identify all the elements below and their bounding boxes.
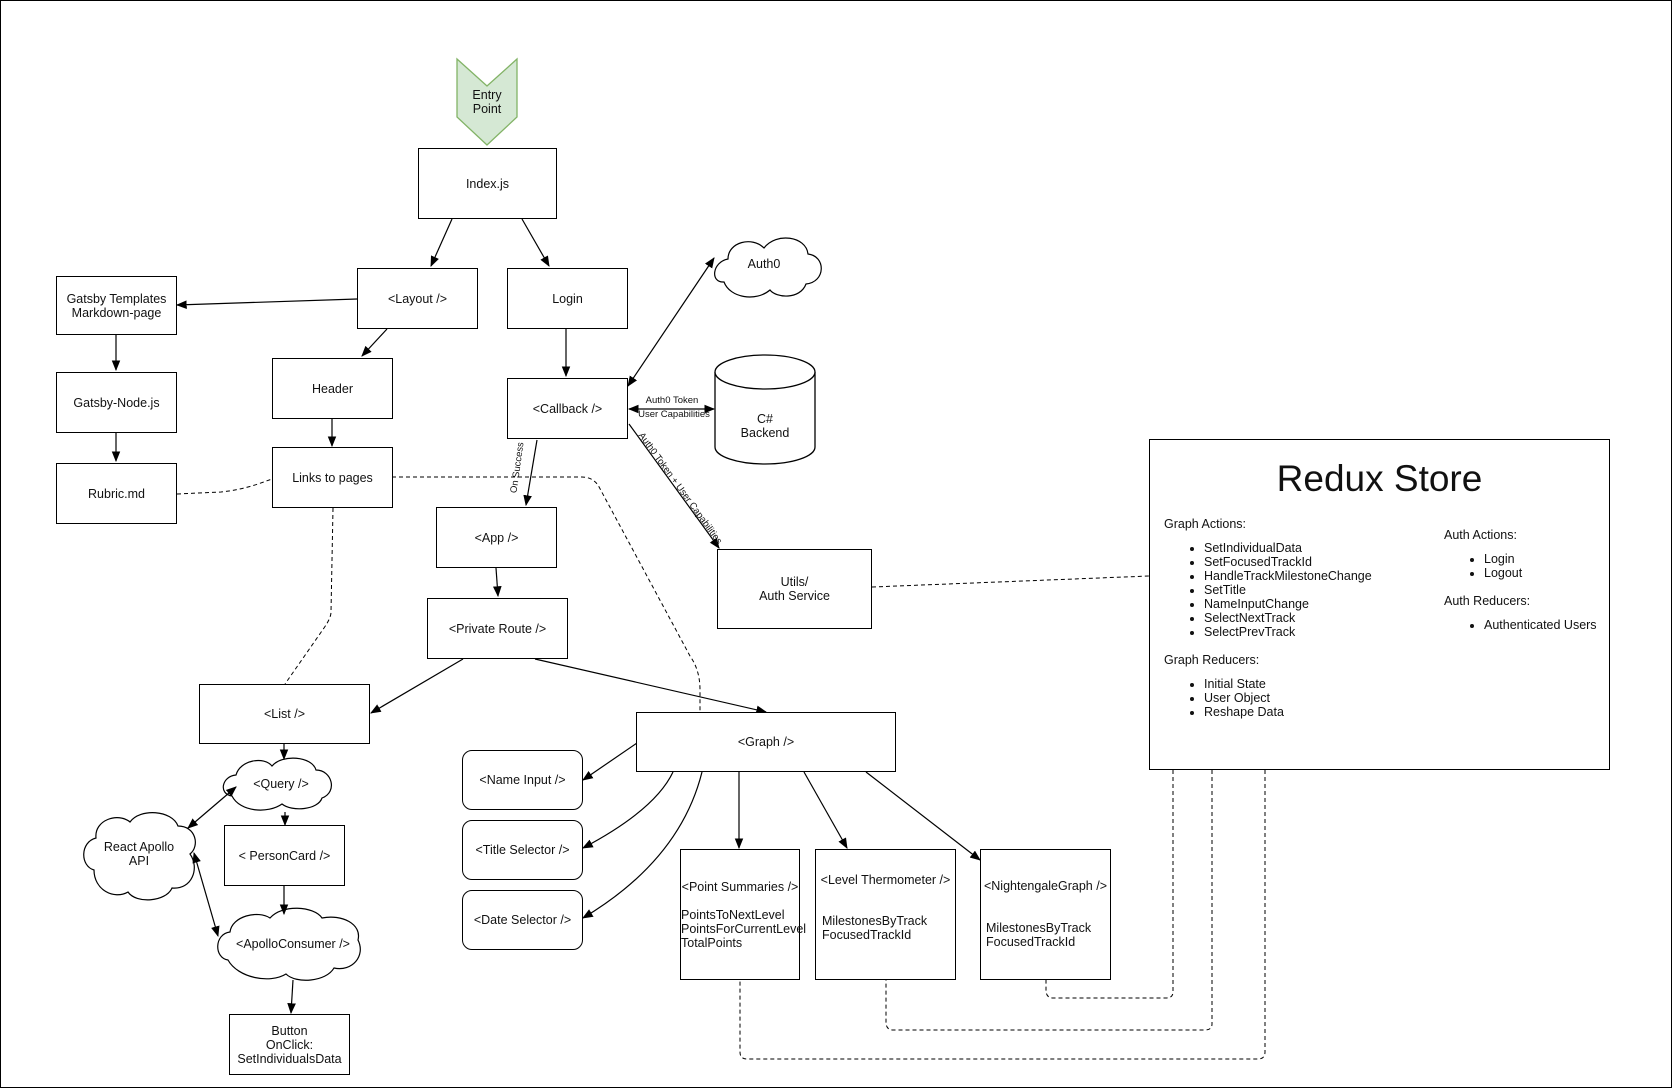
edge-graph-titleselector bbox=[582, 771, 674, 849]
edge-callback-utils bbox=[628, 423, 720, 549]
auth-actions-label: Auth Actions: bbox=[1444, 528, 1517, 542]
auth-reducers-label: Auth Reducers: bbox=[1444, 594, 1531, 608]
title-selector-node[interactable]: <Title Selector /> bbox=[462, 820, 583, 880]
dashed-links-graph bbox=[392, 476, 701, 712]
links-to-pages-node[interactable]: Links to pages bbox=[272, 447, 393, 508]
graph-reducers-list: Initial State User Object Reshape Data bbox=[1164, 677, 1284, 719]
graph-actions-label: Graph Actions: bbox=[1164, 517, 1246, 531]
index-js-node[interactable]: Index.js bbox=[418, 148, 557, 219]
list-node[interactable]: <List /> bbox=[199, 684, 370, 744]
level-thermometer-title: <Level Thermometer /> bbox=[820, 873, 951, 887]
list-item: SetFocusedTrackId bbox=[1204, 555, 1372, 569]
list-item: SelectPrevTrack bbox=[1204, 625, 1372, 639]
auth-reducers-list: Authenticated Users bbox=[1444, 618, 1597, 632]
edge-callback-app bbox=[523, 439, 538, 507]
dashed-links-list bbox=[284, 507, 334, 685]
level-thermometer-body: MilestonesByTrack FocusedTrackId bbox=[822, 914, 928, 942]
list-item: User Object bbox=[1204, 691, 1284, 705]
nightengale-graph-title: <NightengaleGraph /> bbox=[983, 879, 1107, 893]
apollo-consumer-label: <ApolloConsumer /> bbox=[236, 937, 350, 951]
edge-apollo-consumer bbox=[192, 851, 220, 938]
label-diag-token: Auth0 Token + User Capabilities bbox=[636, 431, 725, 547]
redux-store-title: Redux Store bbox=[1276, 458, 1483, 499]
edge-index-login bbox=[521, 218, 550, 267]
dashed-rubric-links bbox=[176, 478, 273, 495]
graph-node[interactable]: <Graph /> bbox=[636, 712, 896, 772]
edge-graph-nightengale bbox=[865, 771, 981, 861]
react-apollo-label: React Apollo API bbox=[103, 840, 175, 868]
edge-private-graph bbox=[534, 658, 768, 715]
edge-app-private bbox=[492, 567, 502, 598]
name-input-node[interactable]: <Name Input /> bbox=[462, 750, 583, 810]
edge-graph-thermometer bbox=[803, 771, 848, 849]
app-node[interactable]: <App /> bbox=[436, 507, 557, 568]
list-item: SetIndividualData bbox=[1204, 541, 1372, 555]
auth0-label: Auth0 bbox=[747, 257, 781, 271]
level-thermometer-node[interactable]: <Level Thermometer /> MilestonesByTrack … bbox=[815, 849, 956, 980]
edge-graph-nameinput bbox=[582, 742, 638, 781]
auth-actions-section: Auth Actions: Login Logout bbox=[1444, 528, 1522, 580]
nightengale-graph-node[interactable]: <NightengaleGraph /> MilestonesByTrack F… bbox=[980, 849, 1111, 980]
layout-node[interactable]: <Layout /> bbox=[357, 268, 478, 329]
edge-layout-gatsby bbox=[175, 298, 358, 309]
redux-store-panel[interactable]: Redux Store Graph Actions: SetIndividual… bbox=[1149, 439, 1610, 770]
list-item: Reshape Data bbox=[1204, 705, 1284, 719]
dashed-redux-pointsummaries bbox=[739, 770, 1266, 1060]
list-item: Initial State bbox=[1204, 677, 1284, 691]
callback-node[interactable]: <Callback /> bbox=[507, 378, 628, 439]
list-item: SelectNextTrack bbox=[1204, 611, 1372, 625]
private-route-node[interactable]: <Private Route /> bbox=[427, 598, 568, 659]
backend-cylinder bbox=[714, 354, 816, 465]
query-label: <Query /> bbox=[253, 777, 309, 791]
button-onclick-node[interactable]: Button OnClick: SetIndividualsData bbox=[229, 1014, 350, 1075]
graph-reducers-section: Graph Reducers: Initial State User Objec… bbox=[1164, 653, 1284, 719]
dashed-redux-nightengale bbox=[1045, 770, 1174, 999]
edge-callback-auth0 bbox=[627, 257, 715, 387]
graph-actions-list: SetIndividualData SetFocusedTrackId Hand… bbox=[1164, 541, 1372, 639]
point-summaries-node[interactable]: <Point Summaries /> PointsToNextLevel Po… bbox=[680, 849, 806, 980]
nightengale-graph-body: MilestonesByTrack FocusedTrackId bbox=[986, 921, 1092, 949]
header-node[interactable]: Header bbox=[272, 358, 393, 419]
label-user-capabilities: User Capabilities bbox=[638, 409, 710, 420]
login-node[interactable]: Login bbox=[507, 268, 628, 329]
react-apollo-cloud bbox=[83, 812, 196, 901]
label-on-success: On Success bbox=[509, 441, 527, 493]
edge-private-list bbox=[370, 658, 464, 714]
label-auth0-token: Auth0 Token bbox=[646, 395, 699, 406]
edge-query-apollo bbox=[187, 786, 237, 829]
auth-reducers-section: Auth Reducers: Authenticated Users bbox=[1444, 594, 1597, 632]
gatsby-templates-node[interactable]: Gatsby Templates Markdown-page bbox=[56, 276, 177, 335]
edge-index-layout bbox=[430, 218, 453, 267]
entry-point-shape bbox=[456, 57, 518, 146]
auth-actions-list: Login Logout bbox=[1444, 552, 1522, 580]
point-summaries-body: PointsToNextLevel PointsForCurrentLevel … bbox=[681, 908, 807, 950]
entry-point-label: Entry Point bbox=[472, 88, 502, 116]
point-summaries-title: <Point Summaries /> bbox=[681, 880, 799, 894]
edge-graph-dateselector bbox=[582, 771, 703, 919]
list-item: Authenticated Users bbox=[1484, 618, 1597, 632]
backend-label: C# Backend bbox=[740, 412, 790, 440]
rubric-node[interactable]: Rubric.md bbox=[56, 463, 177, 524]
edge-layout-header bbox=[361, 328, 388, 357]
date-selector-node[interactable]: <Date Selector /> bbox=[462, 890, 583, 950]
dashed-redux-thermometer bbox=[885, 770, 1213, 1031]
dashed-utils-redux bbox=[871, 575, 1150, 588]
list-item: Logout bbox=[1484, 566, 1522, 580]
auth0-cloud bbox=[714, 237, 822, 298]
edge-consumer-button bbox=[287, 979, 296, 1015]
person-card-node[interactable]: < PersonCard /> bbox=[224, 825, 345, 886]
gatsby-node-node[interactable]: Gatsby-Node.js bbox=[56, 372, 177, 433]
query-cloud bbox=[222, 757, 332, 811]
list-item: SetTitle bbox=[1204, 583, 1372, 597]
apollo-consumer-cloud bbox=[217, 907, 361, 981]
utils-auth-service-node[interactable]: Utils/ Auth Service bbox=[717, 549, 872, 629]
list-item: NameInputChange bbox=[1204, 597, 1372, 611]
list-item: Login bbox=[1484, 552, 1522, 566]
graph-actions-section: Graph Actions: SetIndividualData SetFocu… bbox=[1164, 517, 1372, 639]
list-item: HandleTrackMilestoneChange bbox=[1204, 569, 1372, 583]
graph-reducers-label: Graph Reducers: bbox=[1164, 653, 1260, 667]
